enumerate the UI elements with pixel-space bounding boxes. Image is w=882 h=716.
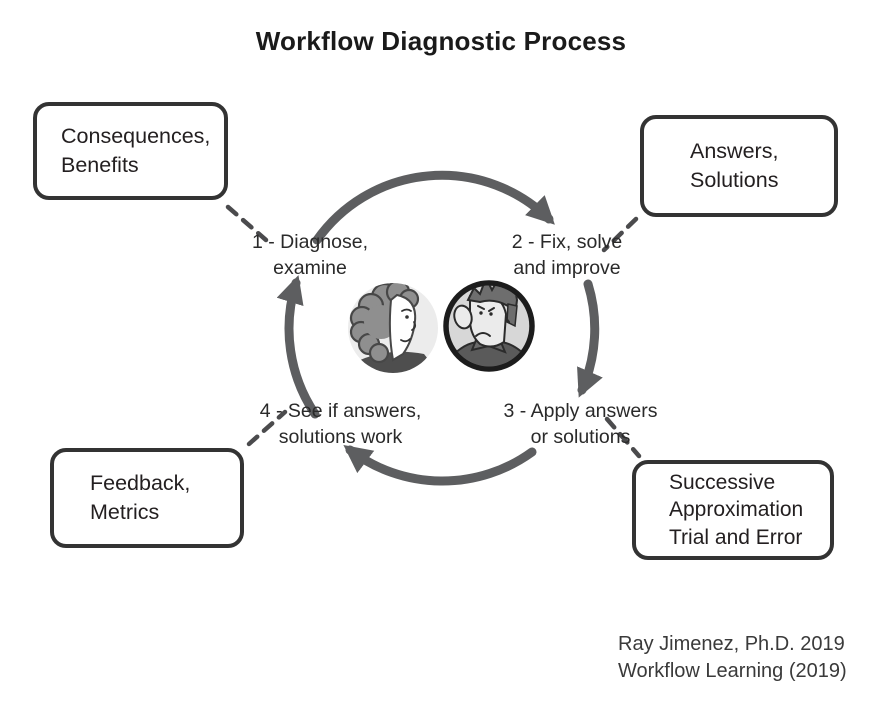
arc-step3-to-step4 [343,445,537,486]
box-successive-approximation: Successive Approximation Trial and Error [632,460,834,560]
connector-top-right [601,216,639,253]
step-line: 4 - See if answers, [259,400,422,422]
box-consequences-benefits: Consequences, Benefits [33,102,228,200]
box-line: Consequences, [61,124,211,149]
page-title: Workflow Diagnostic Process [255,26,627,56]
box-line: Metrics [90,500,160,524]
step-line: 3 - Apply answers [503,400,658,422]
step-label-1-diagnose: 1 - Diagnose, examine [250,229,370,282]
step-line: and improve [513,257,621,280]
box-line: Solutions [690,168,779,192]
box-answers-solutions: Answers, Solutions [640,115,838,217]
box-line: Benefits [61,153,139,177]
attribution-source: Workflow Learning (2019) [618,660,847,682]
step-label-4-see: 4 - See if answers, solutions work [258,398,423,451]
man-face-avatar-icon [443,280,535,372]
arc-step2-to-step3 [577,279,603,398]
attribution-author: Ray Jimenez, Ph.D. 2019 [618,633,845,655]
arc-step1-to-step2 [312,170,555,245]
step-line: 1 - Diagnose, [252,231,368,253]
connector-bottom-right [604,416,642,459]
arc-step4-to-step1 [276,275,320,419]
woman-face-avatar-icon [348,283,438,373]
box-line: Answers, [690,139,779,164]
box-feedback-metrics: Feedback, Metrics [50,448,244,548]
step-line: examine [273,257,347,280]
step-line: or solutions [530,426,631,449]
box-line: Trial and Error [669,525,803,549]
box-line: Approximation [669,498,804,522]
attribution: Ray Jimenez, Ph.D. 2019 Workflow Learnin… [618,631,847,685]
box-line: Feedback, [90,471,191,496]
box-line: Successive [669,471,776,495]
connector-bottom-left [246,409,288,447]
connector-top-left [225,204,269,243]
step-line: solutions work [278,426,403,449]
step-label-3-apply: 3 - Apply answers or solutions [503,398,658,451]
step-line: 2 - Fix, solve [511,231,623,253]
step-label-2-fix: 2 - Fix, solve and improve [498,229,636,282]
